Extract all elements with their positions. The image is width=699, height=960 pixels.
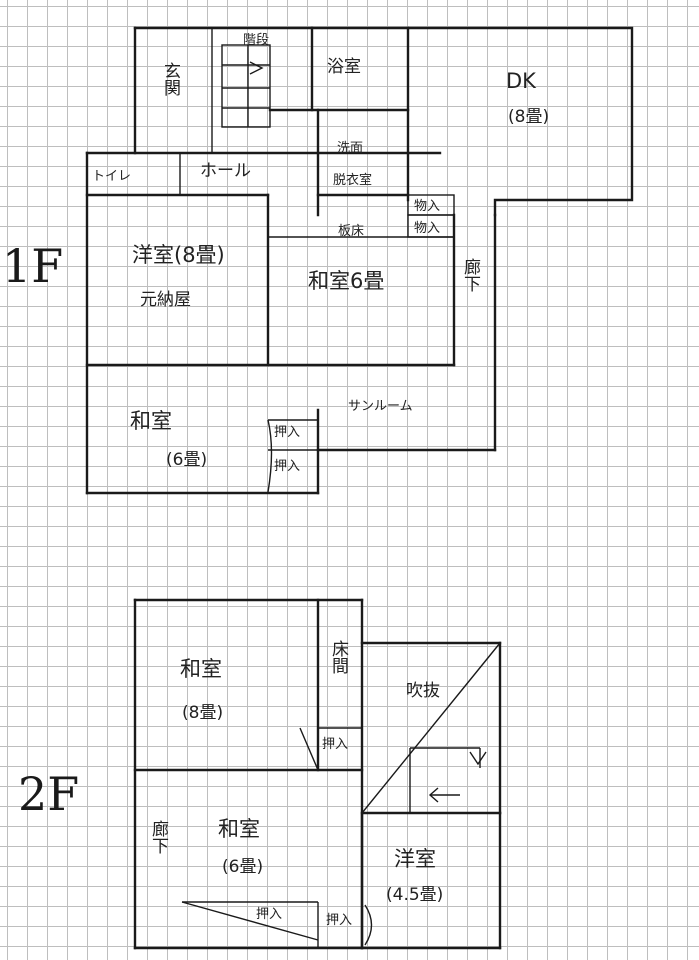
- label-oshiire-d: 押入: [274, 459, 300, 474]
- label-washitsu-top-size: (8畳): [182, 703, 223, 723]
- floor-2-walls: [133, 598, 502, 950]
- label-toilet: トイレ: [92, 169, 131, 184]
- label-yokushitsu: 浴室: [327, 57, 361, 77]
- label-washitsu-b-size: (6畳): [166, 450, 207, 470]
- label-dk: DK: [506, 69, 537, 93]
- floor-1-room-labels: 玄関 階段 浴室 DK (8畳) トイレ ホール 洗面 脱衣室 物入 物入 板床…: [92, 33, 549, 474]
- label-oshiire-g: 押入: [326, 913, 352, 928]
- label-itadoko: 板床: [338, 224, 364, 239]
- floor-1-label: 1F: [2, 239, 63, 293]
- label-washitsu-top: 和室: [180, 657, 222, 681]
- label-oshiire-a: 物入: [414, 199, 440, 214]
- label-washitsu-mid-size: (6畳): [222, 857, 263, 877]
- label-youshitsu: 洋室(8畳): [132, 243, 225, 267]
- label-tokonoma: 床間: [328, 640, 349, 675]
- label-senmen: 洗面: [337, 141, 363, 156]
- label-datsui: 脱衣室: [333, 172, 372, 188]
- label-hall: ホール: [200, 161, 251, 181]
- label-kaidan: 階段: [243, 33, 269, 48]
- label-oshiire-e: 押入: [322, 737, 348, 752]
- label-washitsu-b: 和室: [130, 409, 172, 433]
- label-youshitsu-2f: 洋室: [394, 847, 436, 871]
- label-dk-size: (8畳): [508, 107, 549, 127]
- label-genkan: 玄関: [160, 62, 180, 96]
- floor-1-walls: [85, 26, 634, 495]
- label-youshitsu-note: 元納屋: [140, 290, 191, 310]
- label-washitsu-mid: 和室: [218, 817, 260, 841]
- floor-2-label: 2F: [18, 767, 79, 821]
- label-fukinuke: 吹抜: [406, 681, 440, 701]
- label-youshitsu-2f-size: (4.5畳): [386, 885, 443, 905]
- label-oshiire-c: 押入: [274, 425, 300, 440]
- label-rouka-2f: 廊下: [148, 820, 169, 854]
- stair-arrow-icon: [249, 61, 487, 803]
- label-rouka-1f: 廊下: [460, 258, 481, 292]
- floor-2-room-labels: 和室 (8畳) 床間 押入 吹抜 廊下 和室 (6畳) 洋室 (4.5畳) 押入…: [148, 640, 443, 928]
- label-sunroom: サンルーム: [348, 399, 413, 414]
- label-oshiire-f: 押入: [256, 907, 282, 922]
- label-washitsu-main: 和室6畳: [308, 269, 384, 293]
- label-oshiire-b: 物入: [414, 221, 440, 236]
